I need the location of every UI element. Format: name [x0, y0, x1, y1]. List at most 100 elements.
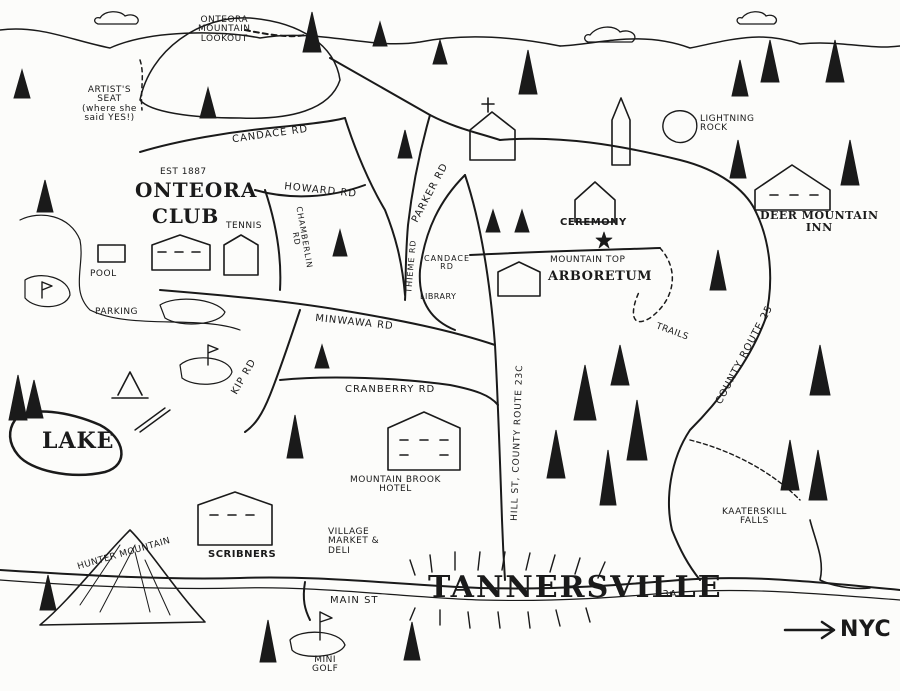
hunter-mountain-ridges — [79, 544, 171, 616]
tannersville-rays — [409, 551, 606, 629]
tree-3 — [302, 11, 322, 53]
parking-label: PARKING — [95, 307, 139, 317]
cranberry-rd-label: CRANBERRY RD — [345, 384, 436, 395]
trails-path — [632, 247, 674, 323]
lookout-trail — [139, 59, 144, 111]
cloud-1 — [94, 11, 139, 25]
tree-9 — [840, 139, 860, 186]
artists-seat-label: ARTIST'S SEAT (where she said YES!) — [82, 85, 137, 124]
village-market-label: VILLAGE MARKET & DELI — [328, 527, 380, 556]
falls-cliff — [809, 519, 871, 590]
tree-21 — [546, 429, 566, 479]
road-mini-golf-spur — [302, 581, 311, 621]
tree-16 — [514, 208, 530, 233]
road-main-st-lower-edge — [0, 579, 900, 602]
pool-label: POOL — [90, 269, 117, 279]
road-arboretum — [469, 247, 661, 256]
mini-golf-label: MINI GOLF — [312, 655, 339, 675]
tree-19 — [610, 344, 630, 386]
tree-1 — [13, 68, 31, 99]
tree-27 — [8, 374, 28, 421]
road-east-to-county-25 — [499, 137, 756, 211]
flag-golf-1 — [41, 281, 53, 299]
tree-17 — [709, 249, 727, 291]
mini-golf-green — [289, 631, 346, 657]
building-pool — [97, 244, 126, 263]
building-tennis — [223, 234, 259, 276]
golf-fairway — [19, 214, 241, 331]
tree-11 — [397, 129, 413, 159]
tree-24 — [780, 439, 800, 491]
ceremony-star — [595, 231, 613, 249]
lake-label: LAKE — [42, 428, 115, 454]
road-main-st — [0, 569, 900, 591]
tree-28 — [24, 379, 44, 419]
tree-30 — [403, 621, 421, 661]
tree-4 — [372, 20, 388, 47]
onteora-club-title-line2: CLUB — [152, 204, 220, 228]
tree-26 — [286, 414, 304, 459]
tree-18 — [573, 364, 597, 421]
tree-15 — [485, 208, 501, 233]
tree-7 — [825, 39, 845, 83]
golf-green-1 — [24, 275, 71, 308]
tree-14 — [314, 343, 330, 369]
ceremony-label: CEREMONY — [560, 217, 627, 228]
cloud-3 — [736, 11, 778, 25]
scribners-label: SCRIBNERS — [208, 549, 277, 560]
road-chamberlin-rd — [264, 189, 282, 291]
candace-rd-lower-label: CANDACE RD — [424, 254, 471, 272]
tree-31 — [432, 38, 448, 65]
building-tower — [611, 97, 631, 166]
lookout-path — [244, 29, 306, 38]
tree-23 — [809, 344, 831, 396]
lake-outline — [8, 410, 123, 476]
road-candace-rd — [139, 117, 346, 153]
campfire — [111, 371, 149, 399]
main-st-label: MAIN ST — [330, 595, 379, 606]
road-county-route-25 — [668, 209, 772, 581]
road-kip-rd — [244, 309, 301, 433]
building-church — [469, 97, 516, 161]
tree-12 — [199, 86, 217, 119]
road-parker-rd — [404, 114, 431, 301]
building-hotel — [387, 411, 461, 471]
library-label: LIBRARY — [420, 292, 457, 301]
cloud-2 — [584, 26, 636, 43]
est-label: EST 1887 — [160, 167, 207, 177]
building-ceremony-pavilion — [574, 181, 616, 223]
flag-golf-2 — [207, 344, 219, 366]
tree-13 — [332, 228, 348, 257]
nyc-label: NYC — [840, 617, 892, 642]
route-23a-label: 23A — [655, 589, 678, 600]
dock — [134, 407, 171, 433]
tree-25 — [808, 449, 828, 501]
building-deer-mountain-inn — [754, 164, 831, 211]
tennis-label: TENNIS — [226, 221, 263, 231]
building-onteora-club — [151, 234, 211, 271]
golf-green-2 — [179, 357, 233, 385]
road-candace-rd-lower — [418, 174, 466, 331]
building-scribners — [197, 491, 273, 546]
mountain-range-left — [0, 28, 561, 49]
tree-6 — [760, 39, 780, 83]
kaaterskill-falls-label: KAATERSKILL FALLS — [722, 507, 787, 527]
road-club-loop — [344, 117, 406, 296]
hotel-label: MOUNTAIN BROOK HOTEL — [350, 475, 441, 495]
tree-32 — [39, 574, 57, 611]
lightning-rock-label: LIGHTNING ROCK — [700, 114, 755, 134]
tannersville-label: TANNERSVILLE — [428, 570, 723, 605]
deer-mountain-inn-label: DEER MOUNTAIN INN — [760, 209, 879, 234]
tree-29 — [259, 619, 277, 663]
tree-10 — [729, 139, 747, 179]
road-cranberry-rd — [279, 376, 499, 406]
onteora-club-title-line1: ONTEORA — [135, 178, 258, 202]
road-minwawa-rd — [159, 289, 496, 346]
tree-5 — [518, 49, 538, 95]
falls-creek — [689, 439, 801, 501]
nyc-arrow — [783, 620, 836, 640]
pond-lightning-rock — [662, 110, 698, 144]
building-arboretum — [497, 261, 541, 297]
tree-2 — [36, 179, 54, 213]
flag-mini-golf — [319, 611, 333, 641]
